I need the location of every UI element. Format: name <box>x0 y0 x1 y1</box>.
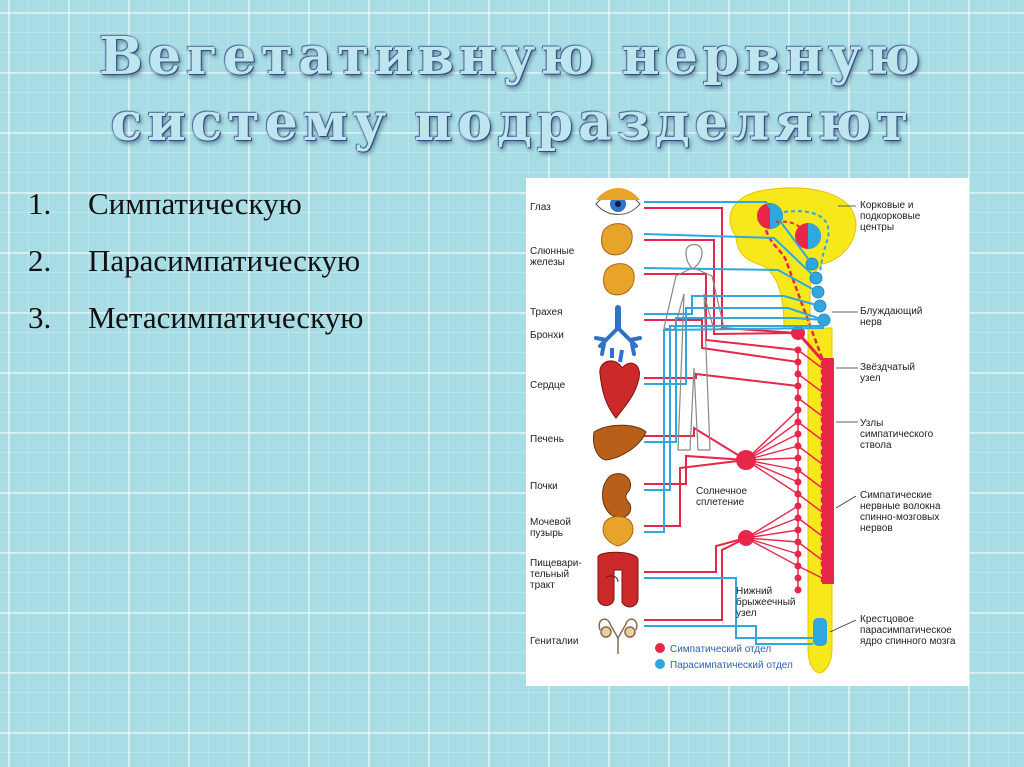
label-genitals: Гениталии <box>530 636 578 647</box>
label-eye: Глаз <box>530 202 551 213</box>
legend-parasympathetic-label: Парасимпатический отдел <box>670 660 793 671</box>
label-bronchi: Бронхи <box>530 330 564 341</box>
structure-label-leaders <box>829 205 858 633</box>
sympathetic-descending-tract <box>764 229 824 582</box>
list-item: 2. Парасимпатическую <box>28 243 363 300</box>
list-item: 3. Метасимпатическую <box>28 300 363 357</box>
liver-icon <box>593 424 647 461</box>
salivary-gland-icon <box>601 223 635 296</box>
plexus-fibres <box>745 409 799 567</box>
list-item-number: 2. <box>28 243 52 278</box>
eye-icon <box>595 188 641 215</box>
central-connection-para <box>783 210 830 273</box>
digestive-tract-icon <box>597 551 639 608</box>
list-item-text: Метасимпатическую <box>88 300 364 335</box>
slide-title: Вегетативную нервную систему подразделяю… <box>0 24 1024 156</box>
bladder-icon <box>602 516 634 547</box>
list-item-text: Симпатическую <box>88 186 302 221</box>
human-silhouette <box>663 243 725 451</box>
label-kidneys: Почки <box>530 481 558 492</box>
subdivision-list: 1. Симпатическую 2. Парасимпатическую 3. Ме… <box>28 186 363 357</box>
legend-sympathetic-swatch <box>655 643 665 653</box>
slide-title-line-1: Вегетативную нервную <box>99 26 925 87</box>
slide-title-line-2: систему подразделяют <box>110 92 914 153</box>
list-item: 1. Симпатическую <box>28 186 363 243</box>
legend-parasympathetic-swatch <box>655 659 665 669</box>
parasympathetic-fibres <box>643 201 825 645</box>
legend-sympathetic-label: Симпатический отдел <box>670 644 771 655</box>
kidney-icon <box>602 473 632 519</box>
label-liver: Печень <box>530 434 564 445</box>
heart-icon <box>599 348 640 419</box>
list-item-text: Парасимпатическую <box>88 243 361 278</box>
genitals-icon <box>598 618 638 654</box>
label-heart: Сердце <box>530 380 566 391</box>
diagram-legend: Симпатический отдел Парасимпатический от… <box>655 643 793 671</box>
list-item-number: 3. <box>28 300 52 335</box>
trachea-bronchi-icon <box>594 305 642 356</box>
label-trachea: Трахея <box>530 307 563 318</box>
list-item-number: 1. <box>28 186 52 221</box>
sacral-nucleus <box>813 618 827 646</box>
